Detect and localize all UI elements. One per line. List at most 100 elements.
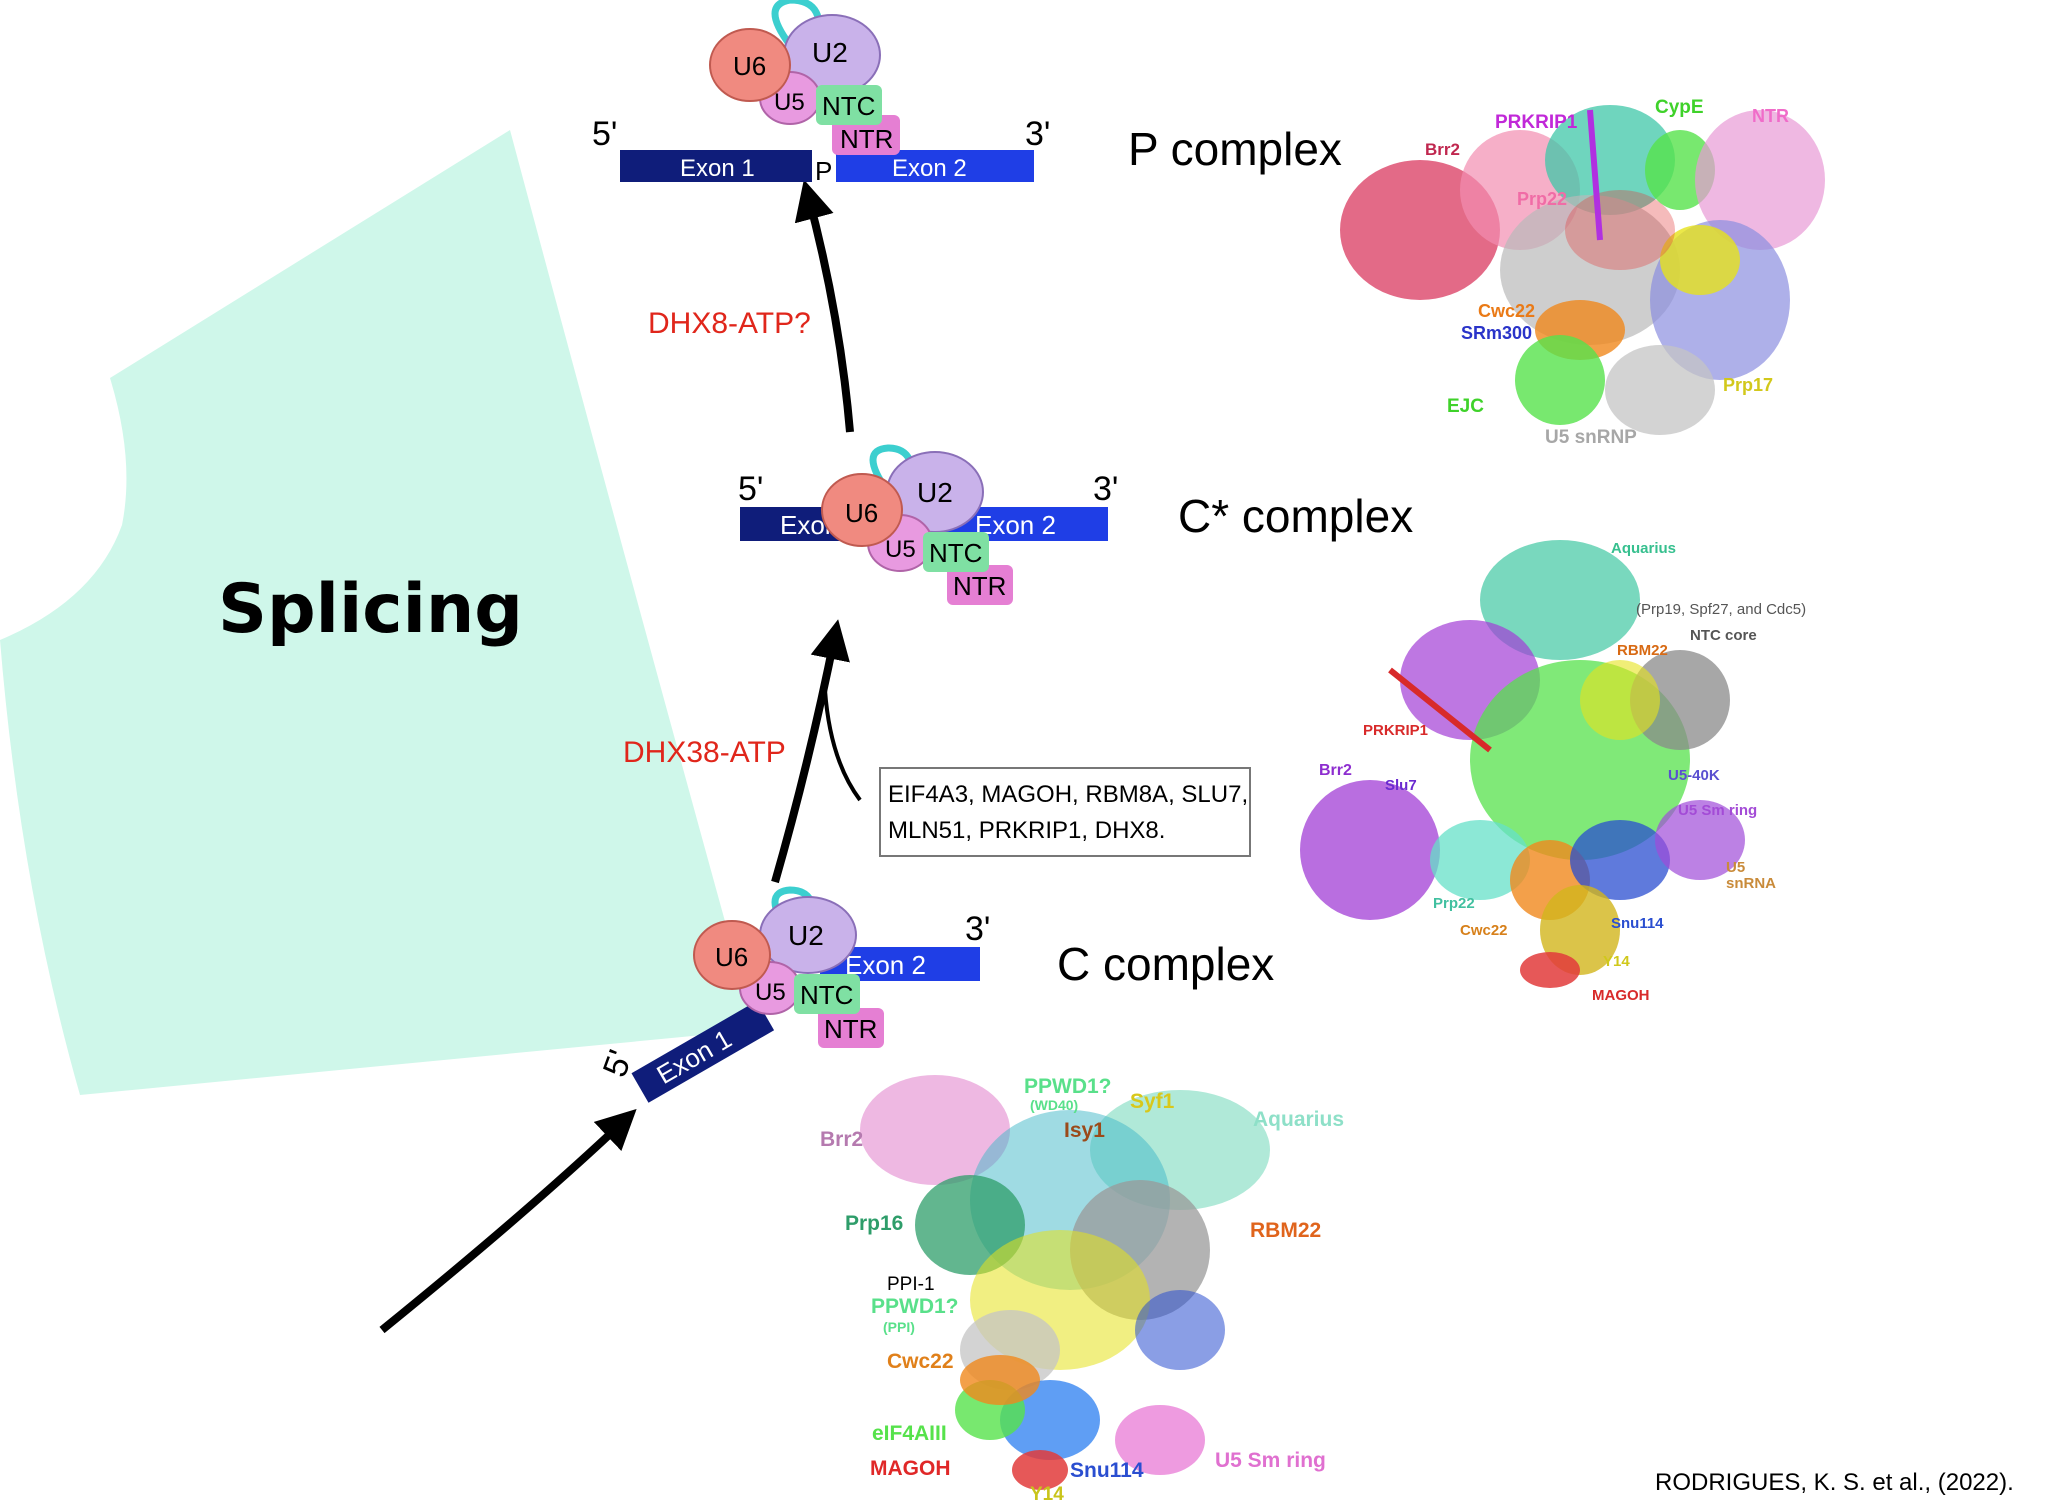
cstar-label-ntc-core: NTC core — [1690, 627, 1757, 644]
splicing-sector-shape — [0, 130, 755, 1095]
c-structure-image — [860, 1075, 1270, 1490]
cstar-label-brr2: Brr2 — [1319, 762, 1352, 779]
transition-label-dhx8: DHX8-ATP? — [648, 307, 811, 340]
cstar-label-magoh: MAGOH — [1592, 987, 1650, 1004]
cstar-label-u5smring: U5 Sm ring — [1678, 802, 1757, 819]
p-junction-label: P — [815, 156, 832, 186]
c-label-isy1: Isy1 — [1064, 1119, 1105, 1142]
c-label-wd40: (WD40) — [1030, 1097, 1078, 1113]
cstar-label-prkrip1: PRKRIP1 — [1363, 722, 1428, 739]
c-complex-cartoon: Exon 1 Exon 2 5' 3' U6 U2 U5 NTC NTR — [596, 886, 990, 1103]
arrow-into-c — [379, 1108, 637, 1334]
p-complex-cartoon: Exon 1 Exon 2 P 5' 3' U6 U2 U5 NTC NTR — [592, 0, 1050, 186]
p-three-prime: 3' — [1025, 115, 1050, 153]
c-label-ppwd1b: PPWD1? — [871, 1295, 959, 1318]
p-label-u5snrnp: U5 snRNP — [1545, 427, 1637, 448]
p-label-prkrip1: PRKRIP1 — [1495, 112, 1578, 133]
cstar-ntr-label: NTR — [953, 571, 1006, 601]
c-label-brr2: Brr2 — [820, 1128, 863, 1151]
c-three-prime: 3' — [965, 910, 990, 948]
cstar-u6-label: U6 — [845, 498, 878, 528]
c-label-cwc22: Cwc22 — [887, 1350, 954, 1373]
c-ntr-label: NTR — [824, 1014, 877, 1044]
cstar-complex-label: C* complex — [1178, 490, 1413, 542]
p-exon1-bar — [620, 150, 812, 182]
p-ntr-label: NTR — [840, 124, 893, 154]
cstar-exon2-label: Exon 2 — [975, 510, 1056, 540]
cstar-three-prime: 3' — [1093, 470, 1118, 508]
c-ntr-box — [818, 1008, 884, 1048]
p-u6 — [709, 28, 791, 102]
cstar-structure-labels: Aquarius (Prp19, Spf27, and Cdc5) NTC co… — [1319, 540, 1806, 1004]
c-exon1-bar — [631, 1000, 775, 1103]
cstar-label-rbm22: RBM22 — [1617, 642, 1668, 659]
c-label-ppi1: PPI-1 — [887, 1274, 935, 1295]
p-exon1-label: Exon 1 — [680, 155, 755, 182]
p-complex-label: P complex — [1128, 123, 1342, 175]
p-structure-labels: Brr2 PRKRIP1 CypE NTR Prp22 Cwc22 SRm300… — [1425, 97, 1789, 448]
p-exon2-label: Exon 2 — [892, 155, 967, 182]
c-label-magoh: MAGOH — [870, 1457, 951, 1480]
c-label-aquarius: Aquarius — [1253, 1108, 1344, 1131]
cstar-label-y14: Y14 — [1603, 953, 1630, 970]
p-u2-label: U2 — [812, 37, 848, 68]
p-label-cype: CypE — [1655, 97, 1704, 118]
c-label-eif4aiii: eIF4AIII — [872, 1422, 947, 1445]
cstar-u2-label: U2 — [917, 477, 953, 508]
arrow-c-to-cstar — [771, 619, 850, 884]
p-ntc-label: NTC — [822, 91, 875, 121]
cstar-label-u540k: U5-40K — [1668, 767, 1720, 784]
c-ntc-box — [794, 974, 860, 1014]
c-label-ppwd1: PPWD1? — [1024, 1075, 1112, 1098]
p-u6-label: U6 — [733, 51, 766, 81]
c-label-syf1: Syf1 — [1130, 1090, 1175, 1113]
c-label-ppi: (PPI) — [883, 1319, 915, 1335]
cstar-label-prp22: Prp22 — [1433, 895, 1475, 912]
transition-label-dhx38: DHX38-ATP — [623, 736, 786, 769]
cstar-u5-label: U5 — [885, 536, 916, 563]
cstar-label-cwc22: Cwc22 — [1460, 922, 1508, 939]
c-label-u5smring: U5 Sm ring — [1215, 1449, 1326, 1472]
cstar-label-aquarius: Aquarius — [1611, 540, 1676, 557]
cstar-u6 — [821, 473, 903, 547]
citation: RODRIGUES, K. S. et al., (2022). — [1655, 1469, 2014, 1496]
cstar-label-ntc-note: (Prp19, Spf27, and Cdc5) — [1636, 601, 1806, 618]
c-label-rbm22: RBM22 — [1250, 1219, 1321, 1242]
p-label-cwc22: Cwc22 — [1478, 301, 1535, 321]
c-complex-label: C complex — [1057, 938, 1274, 990]
p-ntc-box — [816, 85, 882, 125]
cstar-complex-cartoon: Exon Exon 2 5' 3' U6 U2 U5 NTC NTR — [738, 444, 1118, 605]
c-exon2-label: Exon 2 — [845, 950, 926, 980]
c-u5-label: U5 — [755, 979, 786, 1006]
cstar-label-snu114: Snu114 — [1611, 915, 1664, 932]
c-structure-labels: PPWD1? (WD40) Syf1 Isy1 Aquarius Brr2 Pr… — [820, 1075, 1344, 1505]
p-label-brr2: Brr2 — [1425, 140, 1460, 159]
released-factors-line2: MLN51, PRKRIP1, DHX8. — [888, 817, 1165, 844]
p-label-srm300: SRm300 — [1461, 323, 1532, 343]
cstar-ntc-box — [923, 532, 989, 572]
c-ntc-label: NTC — [800, 980, 853, 1010]
cstar-five-prime: 5' — [738, 470, 763, 508]
cstar-ntc-label: NTC — [929, 538, 982, 568]
c-label-prp16: Prp16 — [845, 1212, 903, 1235]
p-label-ejc: EJC — [1447, 396, 1484, 417]
cstar-label-u5snrna-1: U5 — [1726, 859, 1745, 876]
c-u6-label: U6 — [715, 942, 748, 972]
cstar-label-slu7: Slu7 — [1385, 777, 1417, 794]
p-five-prime: 5' — [592, 115, 617, 153]
p-label-ntr: NTR — [1752, 106, 1789, 126]
splicing-title: Splicing — [218, 570, 523, 649]
p-label-prp22: Prp22 — [1517, 189, 1567, 209]
c-u2-label: U2 — [788, 920, 824, 951]
cstar-label-u5snrna-2: snRNA — [1726, 875, 1776, 892]
c-u6 — [693, 920, 771, 990]
release-branch — [823, 689, 862, 802]
p-structure-image — [1340, 105, 1825, 435]
arrow-cstar-to-p — [794, 179, 854, 433]
p-label-prp17: Prp17 — [1723, 375, 1773, 395]
cstar-structure-image — [1300, 540, 1745, 988]
c-label-snu114: Snu114 — [1070, 1459, 1144, 1482]
cstar-ntr-box — [947, 565, 1013, 605]
